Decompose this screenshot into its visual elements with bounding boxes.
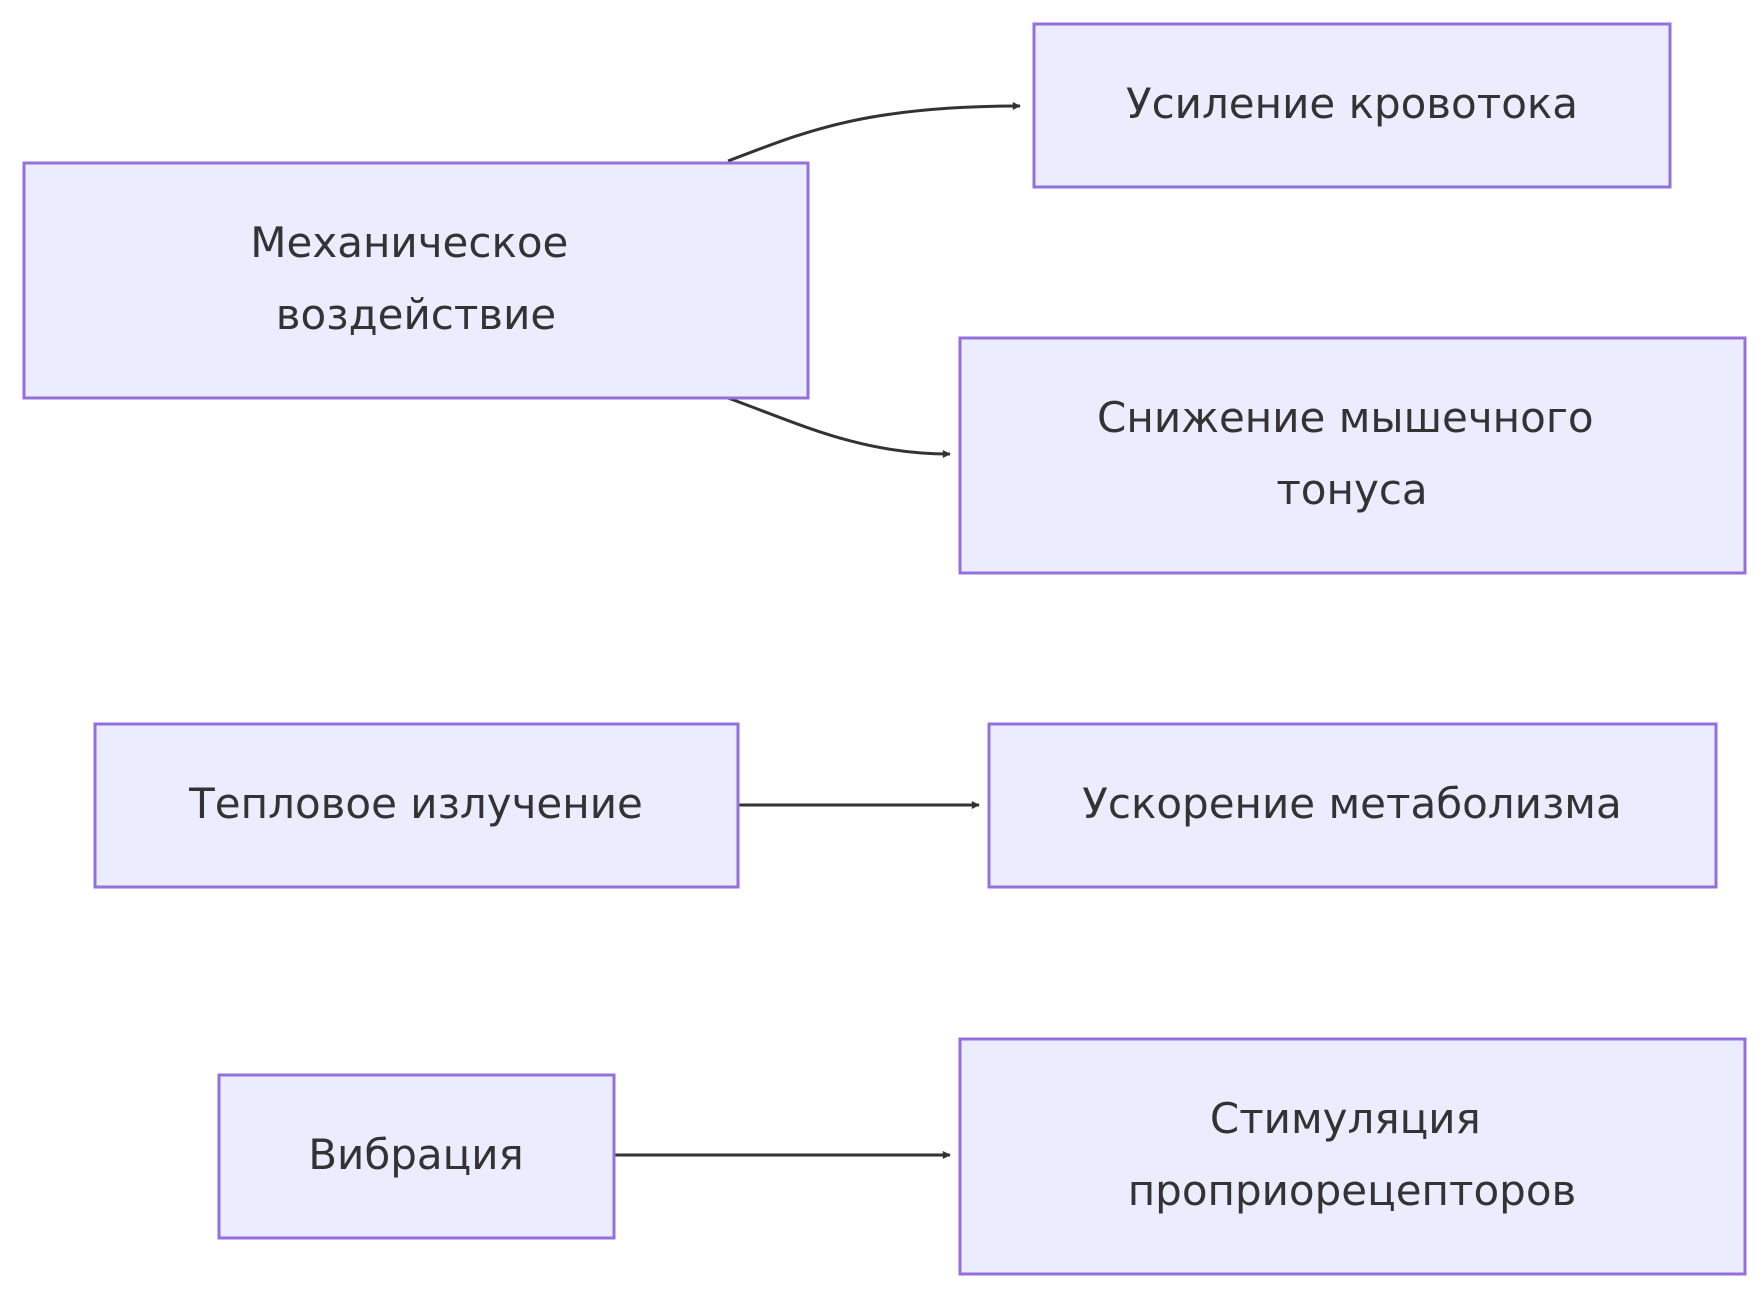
node-label: Механическое воздействие bbox=[250, 218, 581, 339]
edge-mech-to-blood bbox=[727, 102, 1021, 163]
node-increased-blood-flow: Усиление кровотока bbox=[1032, 22, 1672, 189]
node-proprioceptor-stimulation: Стимуляция проприорецепторов bbox=[958, 1037, 1747, 1276]
node-label: Тепловое излучение bbox=[188, 779, 643, 828]
node-label: Снижение мышечного тонуса bbox=[1097, 393, 1607, 514]
node-mechanical-impact: Механическое воздействие bbox=[22, 161, 810, 400]
node-metabolism-acceleration: Ускорение метаболизма bbox=[987, 722, 1718, 889]
node-label: Усиление кровотока bbox=[1126, 79, 1578, 128]
node-label: Стимуляция проприорецепторов bbox=[1128, 1094, 1577, 1215]
node-vibration: Вибрация bbox=[217, 1073, 616, 1240]
edge-mech-to-muscle bbox=[727, 396, 951, 458]
node-reduced-muscle-tone: Снижение мышечного тонуса bbox=[958, 336, 1747, 575]
node-label: Ускорение метаболизма bbox=[1082, 779, 1621, 828]
node-thermal-radiation: Тепловое излучение bbox=[93, 722, 740, 889]
node-label: Вибрация bbox=[308, 1130, 524, 1179]
